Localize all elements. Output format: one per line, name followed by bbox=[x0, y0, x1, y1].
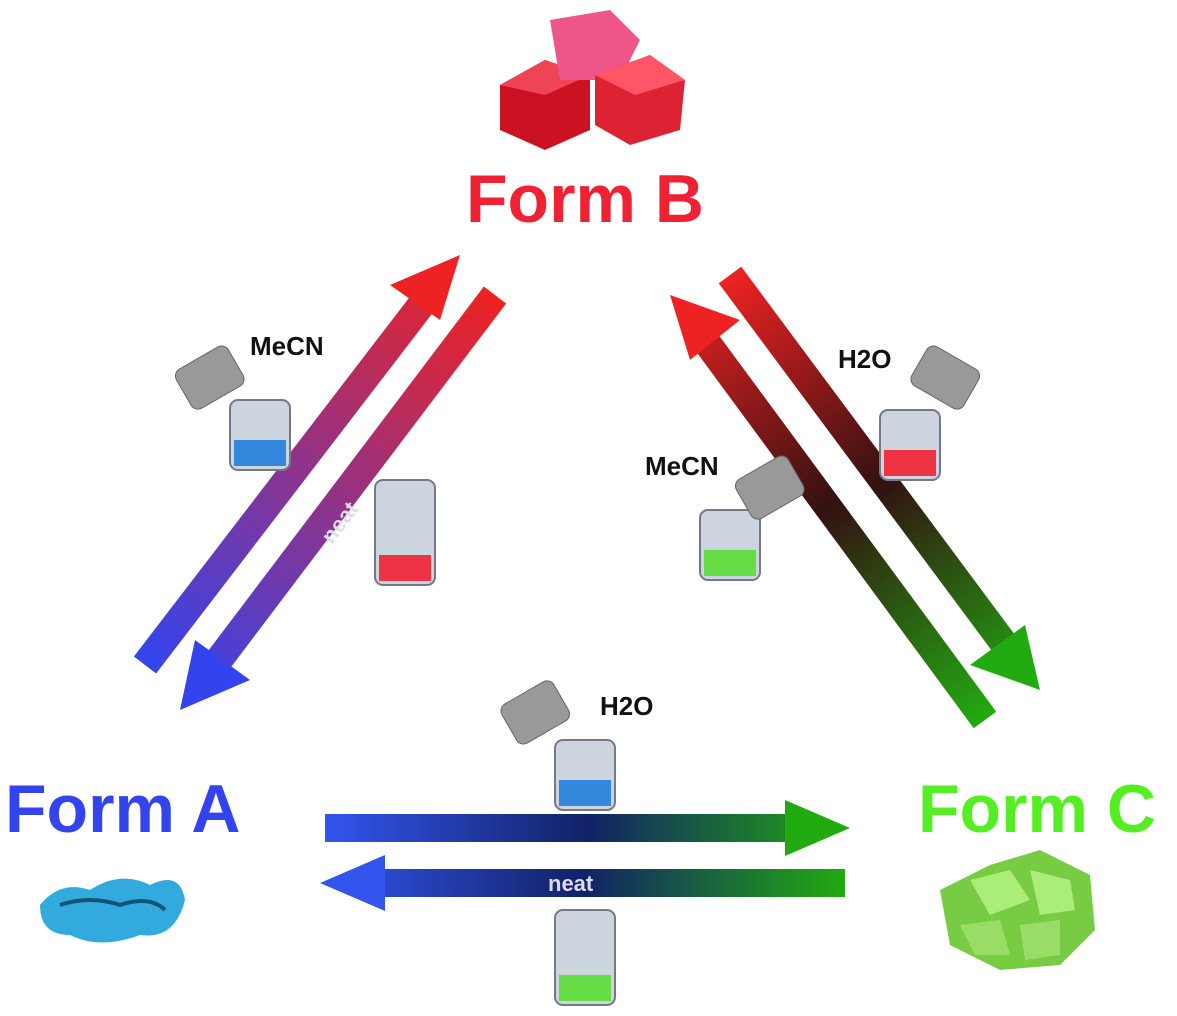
vial-icon bbox=[374, 479, 436, 586]
form-a-label: Form A bbox=[5, 771, 240, 847]
vial-icon bbox=[174, 345, 291, 471]
arrow-b-to-c bbox=[718, 266, 1040, 690]
solvent-label-ab: MeCN bbox=[250, 331, 324, 361]
vial-icon bbox=[699, 455, 805, 581]
form-b-label: Form B bbox=[466, 161, 704, 237]
solvent-label-cb: MeCN bbox=[645, 451, 719, 481]
vial-icon bbox=[879, 345, 981, 481]
arrow-b-to-a bbox=[180, 286, 507, 710]
solvent-label-bc: H2O bbox=[838, 344, 891, 374]
form-c-crystal-icon bbox=[940, 850, 1095, 970]
form-c-label: Form C bbox=[918, 771, 1156, 847]
form-a-crystal-icon bbox=[40, 878, 185, 943]
vial-icon bbox=[500, 680, 616, 811]
arrow-a-to-c bbox=[325, 800, 850, 856]
solvent-label-ac: H2O bbox=[600, 691, 653, 721]
form-b-crystal-icon bbox=[500, 10, 685, 150]
vial-icon bbox=[554, 909, 616, 1006]
condition-label-ca: neat bbox=[548, 871, 594, 896]
arrow-c-to-b bbox=[670, 295, 997, 729]
arrow-c-to-a bbox=[320, 855, 845, 911]
arrow-a-to-b bbox=[133, 255, 460, 674]
